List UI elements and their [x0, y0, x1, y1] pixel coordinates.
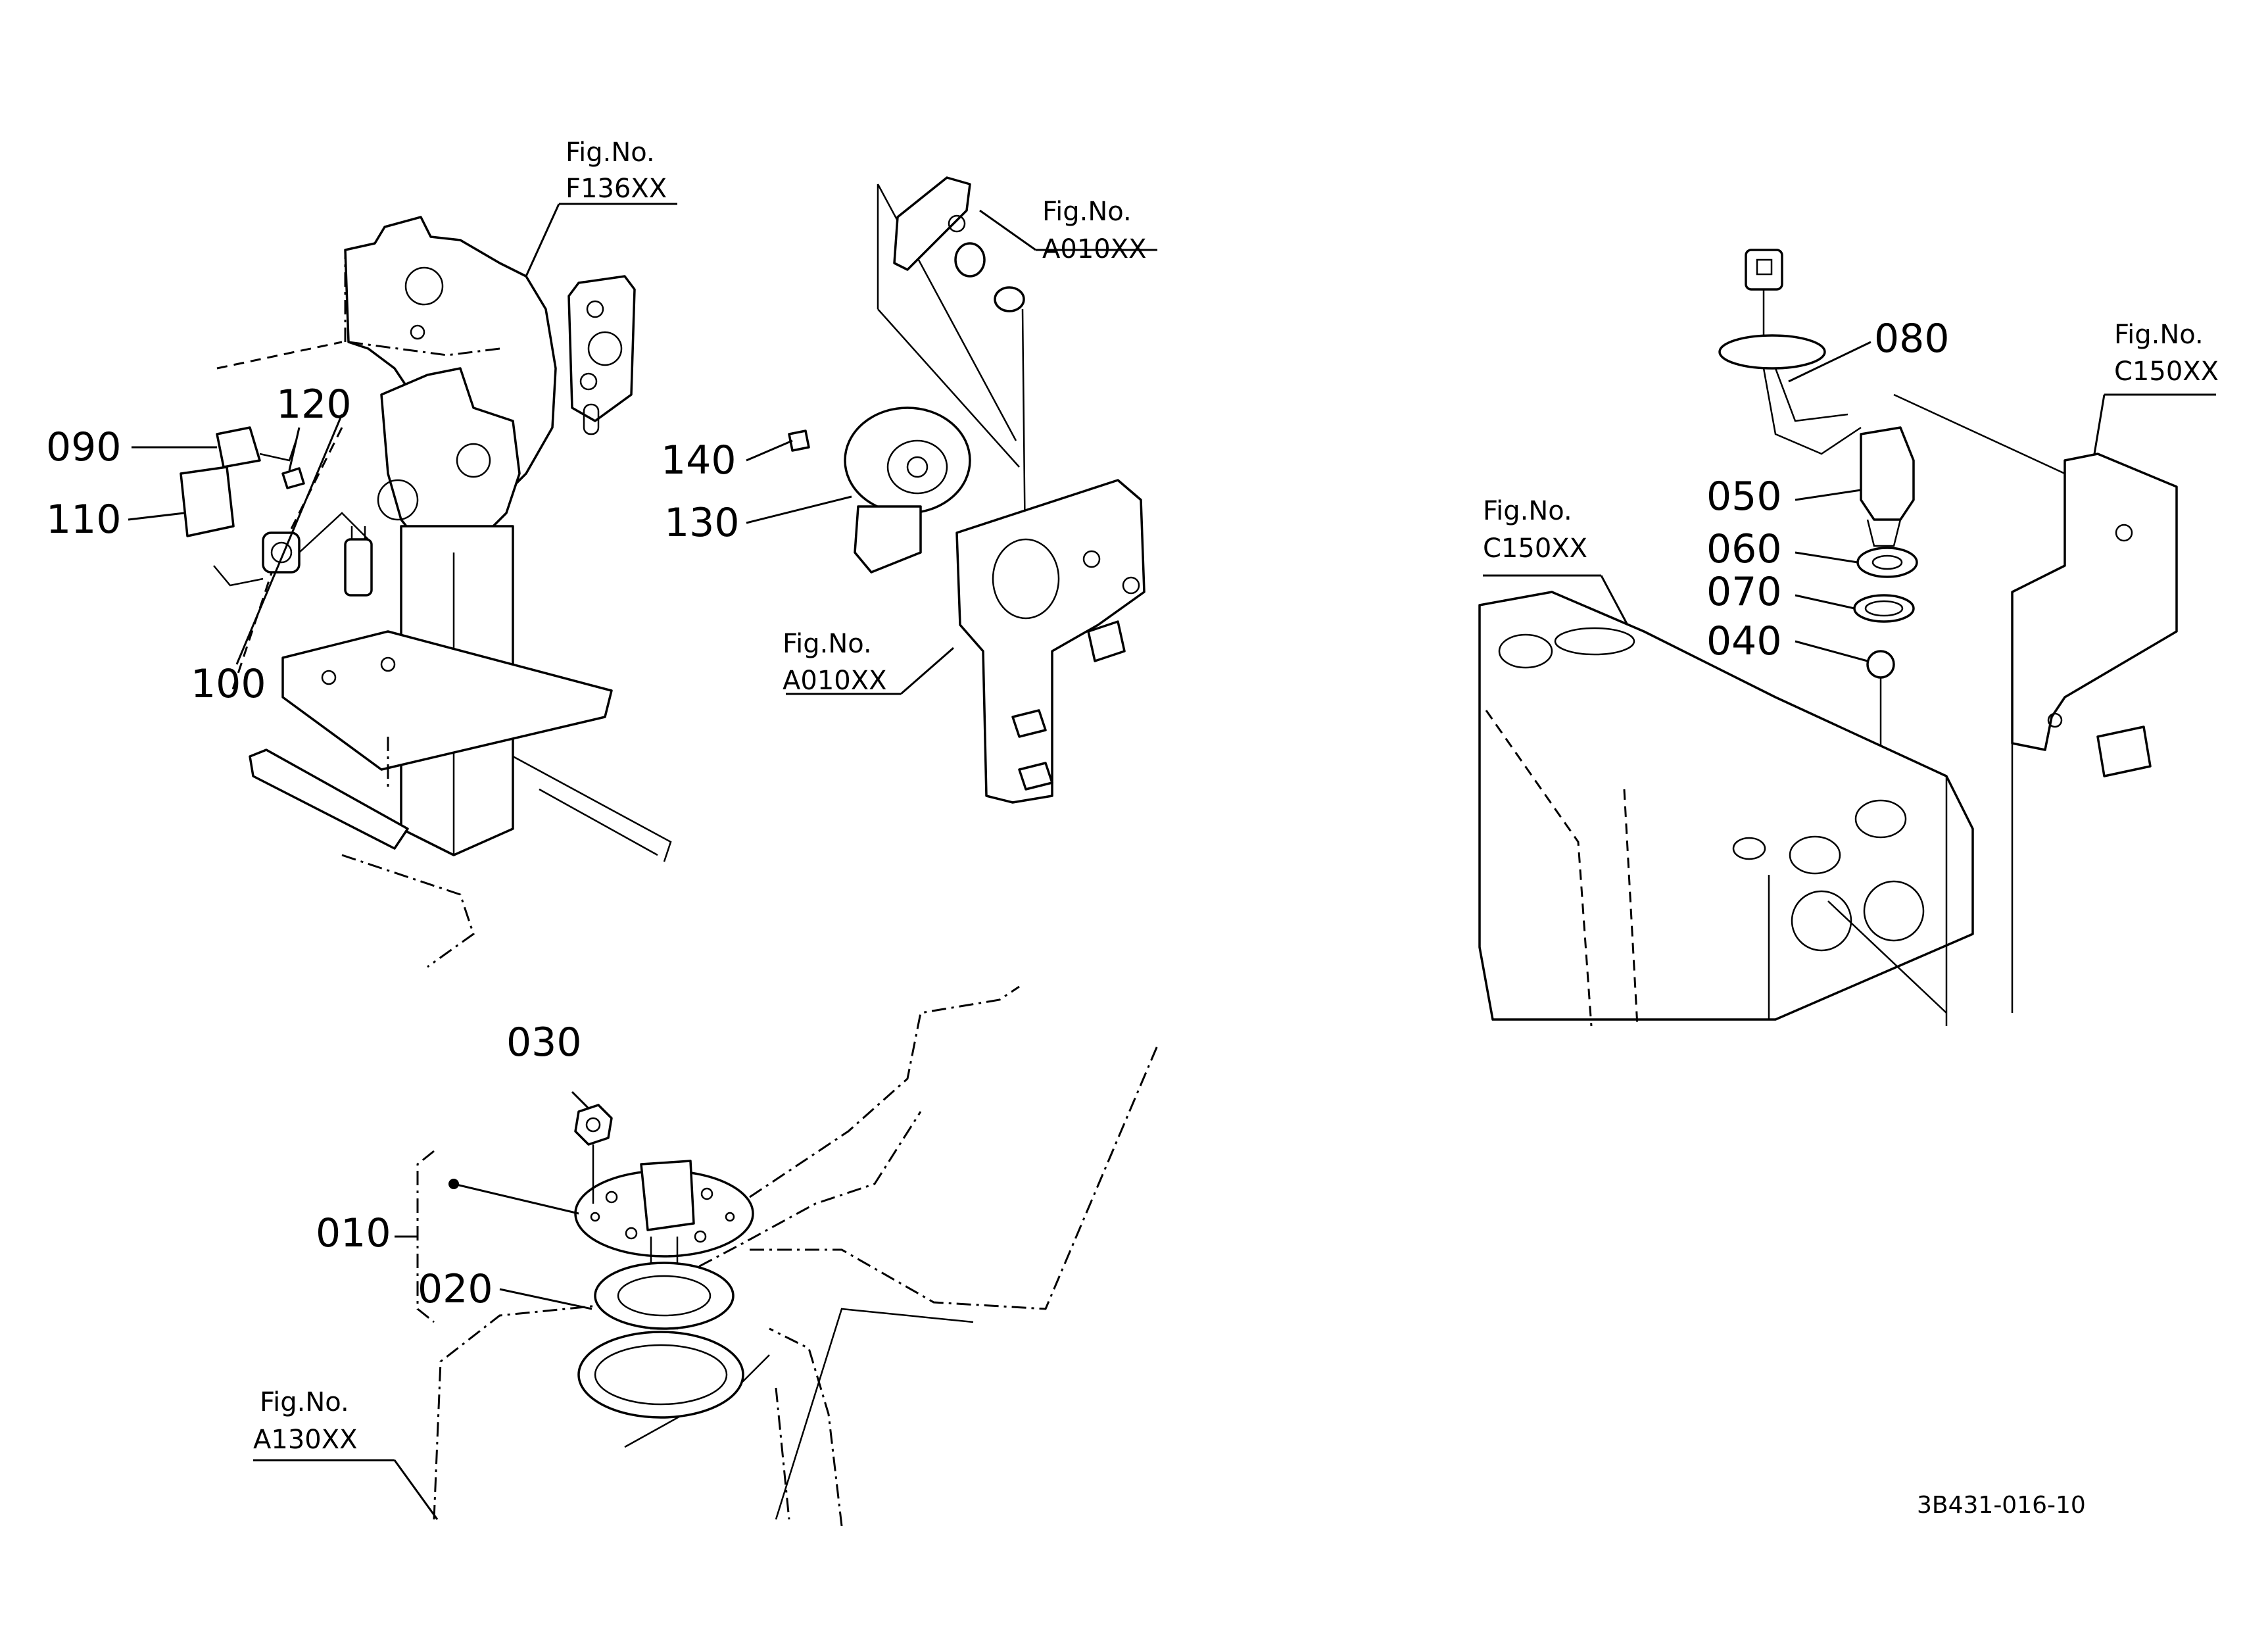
fig-ref-c150xx-right: C150XX — [2114, 356, 2219, 387]
drawing-code: 3B431-016-10 — [1917, 1492, 2086, 1519]
fig-ref-line1-a010-mid: Fig.No. — [783, 629, 872, 659]
fig-ref-f136xx: F136XX — [566, 174, 667, 204]
part-number-050: 050 — [1706, 474, 1782, 520]
part-number-110: 110 — [46, 497, 122, 543]
pressure-switch-assembly — [1478, 249, 2216, 1027]
part-number-100: 100 — [191, 661, 266, 707]
fuel-sender-assembly — [253, 985, 1159, 1527]
fig-ref-line1-a010-top: Fig.No. — [1042, 197, 1132, 227]
fig-ref-a010xx-mid: A010XX — [783, 666, 887, 696]
part-number-040: 040 — [1706, 618, 1782, 664]
part-number-130: 130 — [664, 500, 740, 546]
part-number-070: 070 — [1706, 569, 1782, 615]
part-number-030: 030 — [506, 1020, 582, 1066]
fig-ref-c150xx-left: C150XX — [1483, 533, 1587, 564]
part-number-120: 120 — [276, 381, 352, 428]
part-number-020: 020 — [418, 1266, 493, 1312]
part-number-140: 140 — [661, 437, 736, 483]
part-number-080: 080 — [1874, 316, 1950, 362]
fig-ref-line1-c150-right: Fig.No. — [2114, 320, 2204, 350]
part-number-090: 090 — [46, 424, 122, 470]
throttle-sensor-assembly — [746, 176, 1157, 804]
fig-ref-line1-a130: Fig.No. — [260, 1387, 349, 1417]
pedal-bracket-assembly — [128, 203, 677, 968]
part-number-010: 010 — [316, 1210, 391, 1256]
fig-ref-a130xx: A130XX — [253, 1425, 358, 1455]
fig-ref-line1-c150-left: Fig.No. — [1483, 496, 1572, 526]
fig-ref-a010xx-top: A010XX — [1042, 234, 1147, 264]
part-number-060: 060 — [1706, 526, 1782, 572]
fig-ref-line1-f136: Fig.No. — [566, 137, 655, 168]
